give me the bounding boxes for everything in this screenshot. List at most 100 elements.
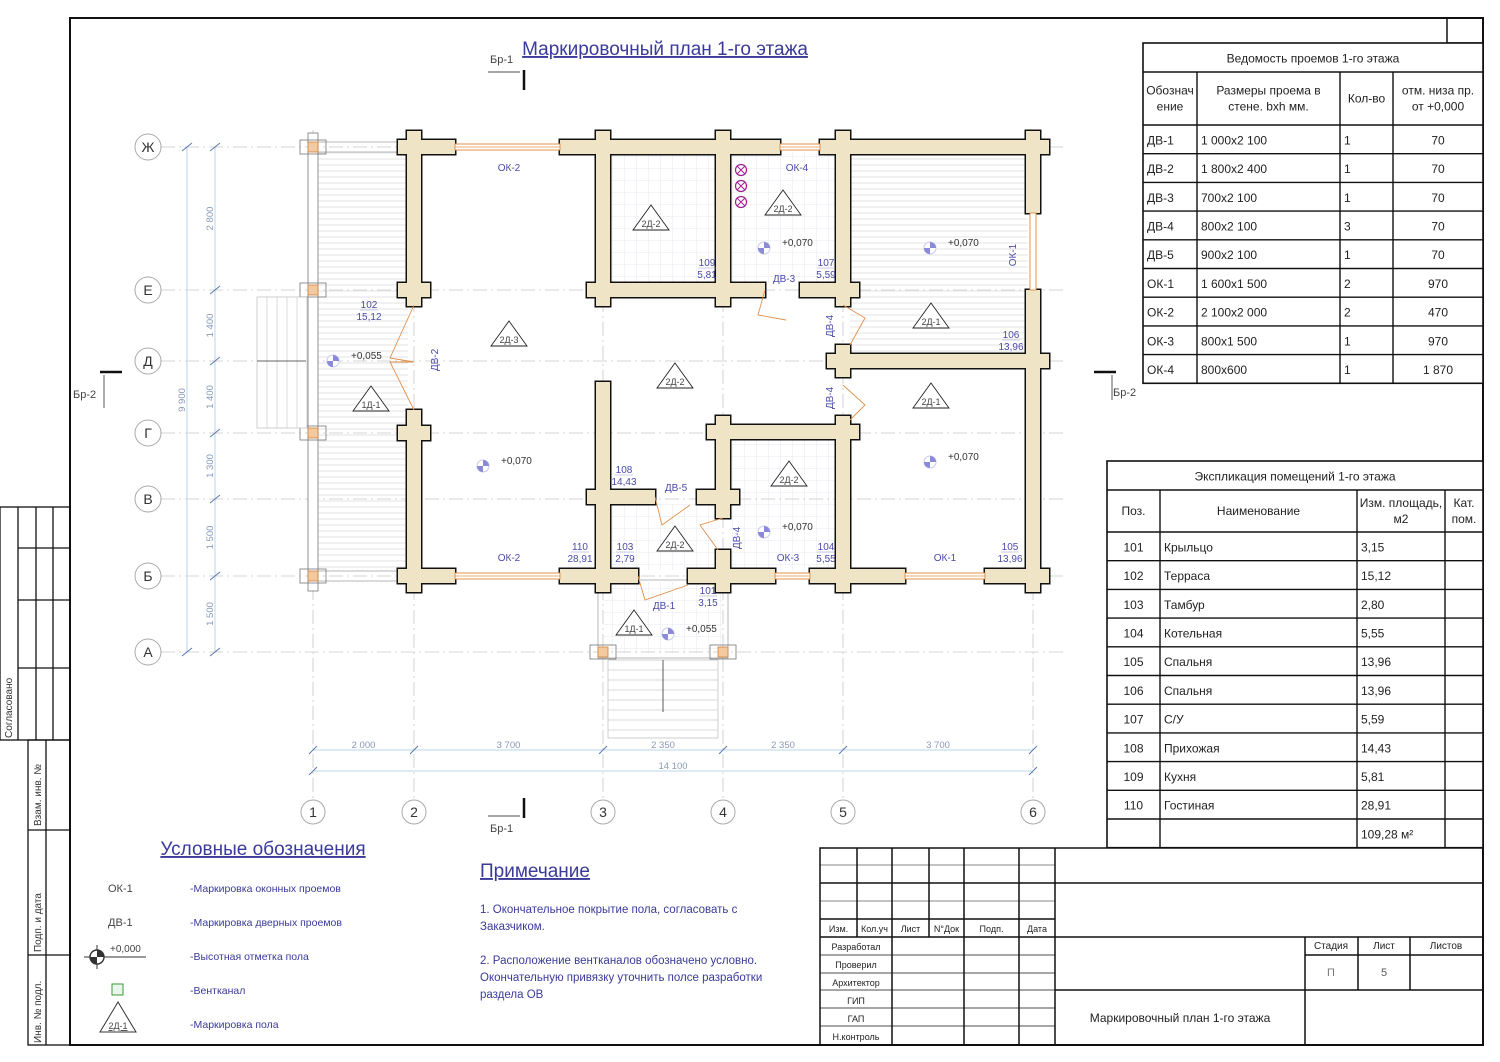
title-block-role: ГАП xyxy=(848,1014,865,1024)
note-line: раздела ОВ xyxy=(480,989,544,1001)
rooms-cell: 104 xyxy=(1123,626,1143,640)
openings-cell: 1 xyxy=(1344,162,1351,176)
dimension-value: 1 500 xyxy=(205,602,216,626)
door-mark: ДВ-4 xyxy=(825,386,836,409)
wall xyxy=(1026,560,1040,592)
openings-cell: 2 100x2 000 xyxy=(1201,306,1267,320)
legend-title: Условные обозначения xyxy=(160,839,365,860)
openings-cell: 70 xyxy=(1431,162,1445,176)
axis-number: 2 xyxy=(410,804,418,820)
rooms-cell: 15,12 xyxy=(1361,569,1391,583)
dimension-tick xyxy=(1028,766,1038,776)
rooms-cell: Кухня xyxy=(1164,770,1196,784)
dimension-tick xyxy=(1028,745,1038,755)
rooms-cell: 5,81 xyxy=(1361,770,1385,784)
legend-text-elevation: -Высотная отметка пола xyxy=(190,951,309,963)
rooms-cell: 109,28 м² xyxy=(1361,827,1413,841)
floor-mark-label: 2Д-1 xyxy=(921,317,940,327)
door-swing xyxy=(654,496,691,526)
axis-bubble xyxy=(134,562,162,590)
door-mark: ДВ-5 xyxy=(665,483,688,494)
openings-cell: 70 xyxy=(1431,133,1445,147)
rooms-cell: 109 xyxy=(1123,770,1143,784)
floor-mark-label: 1Д-1 xyxy=(624,624,643,634)
axis-number: 1 xyxy=(309,804,317,820)
floor-mark-label: 2Д-2 xyxy=(773,204,792,214)
wall xyxy=(596,131,610,163)
rooms-cell: 28,91 xyxy=(1361,799,1391,813)
dimension-value: 1 300 xyxy=(205,454,216,478)
column-base xyxy=(709,644,737,660)
door-mark: ДВ-4 xyxy=(825,314,836,337)
openings-cell: ДВ-4 xyxy=(1147,219,1174,233)
rooms-cell: Тамбур xyxy=(1164,598,1205,612)
elevation-marker-fill xyxy=(758,242,770,254)
room-area: 13,96 xyxy=(998,342,1023,353)
room-area: 5,81 xyxy=(697,270,717,281)
openings-cell: 1 600x1 500 xyxy=(1201,277,1267,291)
vent-channel-cross xyxy=(736,181,746,191)
dimension-value: 1 400 xyxy=(205,385,216,409)
axis-bubble xyxy=(590,799,616,825)
terrace-porch-stairs xyxy=(256,132,737,739)
column-base xyxy=(589,644,617,660)
elevation-marker-fill xyxy=(662,628,674,640)
section-marker-left xyxy=(100,370,122,408)
dimension-tick xyxy=(598,745,608,755)
dimension-tick xyxy=(409,745,419,755)
openings-header: ение xyxy=(1157,100,1184,114)
axis-letter: Б xyxy=(143,568,152,584)
openings-cell: ДВ-3 xyxy=(1147,191,1174,205)
rooms-cell: 5,59 xyxy=(1361,713,1385,727)
rooms-cell: 103 xyxy=(1123,598,1143,612)
floor-mark-triangle xyxy=(632,204,670,231)
wall xyxy=(407,131,421,163)
dimension-value: 2 800 xyxy=(205,207,216,231)
sheet-label: Лист xyxy=(1373,941,1395,952)
wall xyxy=(596,481,610,513)
axis-bubble xyxy=(134,276,162,304)
section-label-br1-bottom: Бр-1 xyxy=(490,823,513,835)
rooms-cell: 110 xyxy=(1124,799,1143,813)
openings-cell: ОК-2 xyxy=(1147,306,1174,320)
rooms-cell: Спальня xyxy=(1164,684,1212,698)
openings-title: Ведомость проемов 1-го этажа xyxy=(1227,52,1400,66)
rooms-cell: С/У xyxy=(1164,713,1184,727)
legend-text-door: -Маркировка дверных проемов xyxy=(190,917,342,929)
rooms-cell: Крыльцо xyxy=(1164,540,1213,554)
side-stamp-sign-date: Подп. и дата xyxy=(33,893,44,952)
axis-number: 3 xyxy=(599,804,607,820)
section-marker-bottom xyxy=(488,798,526,818)
openings-header: стене. bxh мм. xyxy=(1228,100,1309,114)
wall xyxy=(407,133,421,305)
legend-text-window: -Маркировка оконных проемов xyxy=(190,883,341,895)
room-number: 105 xyxy=(1002,542,1019,553)
legend-symbol-elevation: +0,000 xyxy=(110,944,141,955)
door-swing xyxy=(389,304,415,363)
dimension-tick xyxy=(308,766,318,776)
rooms-border xyxy=(1106,460,1484,849)
rooms-header: Кат. xyxy=(1454,496,1475,510)
rooms-cell: Гостиная xyxy=(1164,799,1214,813)
axis-bubble xyxy=(300,799,326,825)
dimension-tick xyxy=(209,571,221,581)
room-explication-table: Экспликация помещений 1-го этажаПоз.Наим… xyxy=(1106,460,1484,849)
openings-cell: 1 xyxy=(1344,363,1351,377)
rooms-cell: 13,96 xyxy=(1361,655,1391,669)
floor-mark-label: 2Д-1 xyxy=(921,397,940,407)
wall xyxy=(836,274,850,306)
wall xyxy=(407,410,421,590)
floor-mark-label: 2Д-2 xyxy=(641,219,660,229)
dimension-tick xyxy=(181,142,193,152)
rooms-header: м2 xyxy=(1394,512,1409,526)
title-block-role: ГИП xyxy=(847,996,865,1006)
floor-mark-label: 2Д-2 xyxy=(665,540,684,550)
dimension-total: 14 100 xyxy=(658,761,687,772)
rooms-cell: 107 xyxy=(1123,713,1143,727)
legend-symbol-window: ОК-1 xyxy=(108,883,133,895)
wall xyxy=(716,274,730,306)
openings-cell: 800x600 xyxy=(1201,363,1247,377)
wall xyxy=(836,345,850,377)
